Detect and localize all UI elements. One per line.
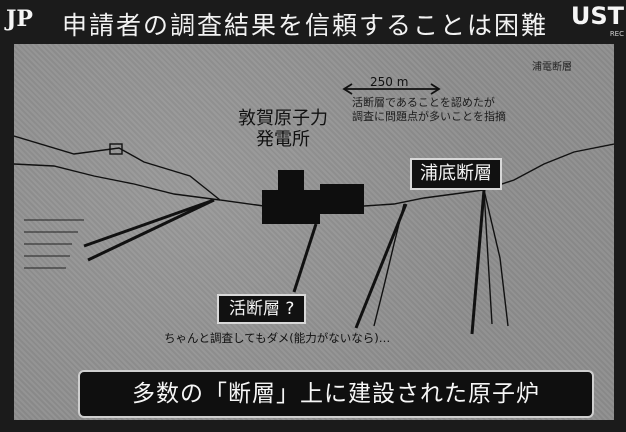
reactor-building-c <box>320 184 364 214</box>
scale-label: 250 m <box>370 75 409 89</box>
jp-logo: JP <box>6 6 33 32</box>
subsurface-right-b <box>483 189 509 327</box>
reactor-building-b <box>262 190 320 224</box>
scale-arrow-right <box>430 83 441 95</box>
note-center: 活断層であることを認めたが 調査に問題点が多いことを指摘 <box>352 96 506 123</box>
geology-diagram <box>14 83 614 335</box>
fault-line-plant <box>292 223 318 293</box>
presentation-slide: 250 m 浦電断層 活断層であることを認めたが 調査に問題点が多いことを指摘 … <box>14 44 614 420</box>
terrain-left-lower <box>14 163 221 201</box>
slide-title: 申請者の調査結果を信頼することは困難 <box>62 11 549 40</box>
fault-label-active: 活断層 ? <box>217 294 307 324</box>
ust-logo-sub: REC <box>609 30 624 38</box>
subsurface-right-a <box>483 189 493 325</box>
terrain-left-upper <box>14 135 265 207</box>
fault-label-urasoko: 浦底断層 <box>410 158 502 190</box>
note-bottom: ちゃんと調査してもダメ(能力がないなら)… <box>164 331 391 345</box>
bottom-banner: 多数の「断層」上に建設された原子炉 <box>78 370 594 418</box>
small-building <box>109 143 123 155</box>
ust-logo: UST <box>570 2 624 30</box>
note-top-right: 浦電断層 <box>532 62 572 73</box>
fault-line-right <box>470 189 486 335</box>
fault-line-left <box>83 198 215 248</box>
fault-line-mid <box>354 203 408 329</box>
plant-buildings <box>262 170 364 224</box>
fault-line-left-b <box>87 198 215 262</box>
scale-arrow-left <box>342 83 353 95</box>
plant-label: 敦賀原子力 発電所 <box>238 108 328 150</box>
